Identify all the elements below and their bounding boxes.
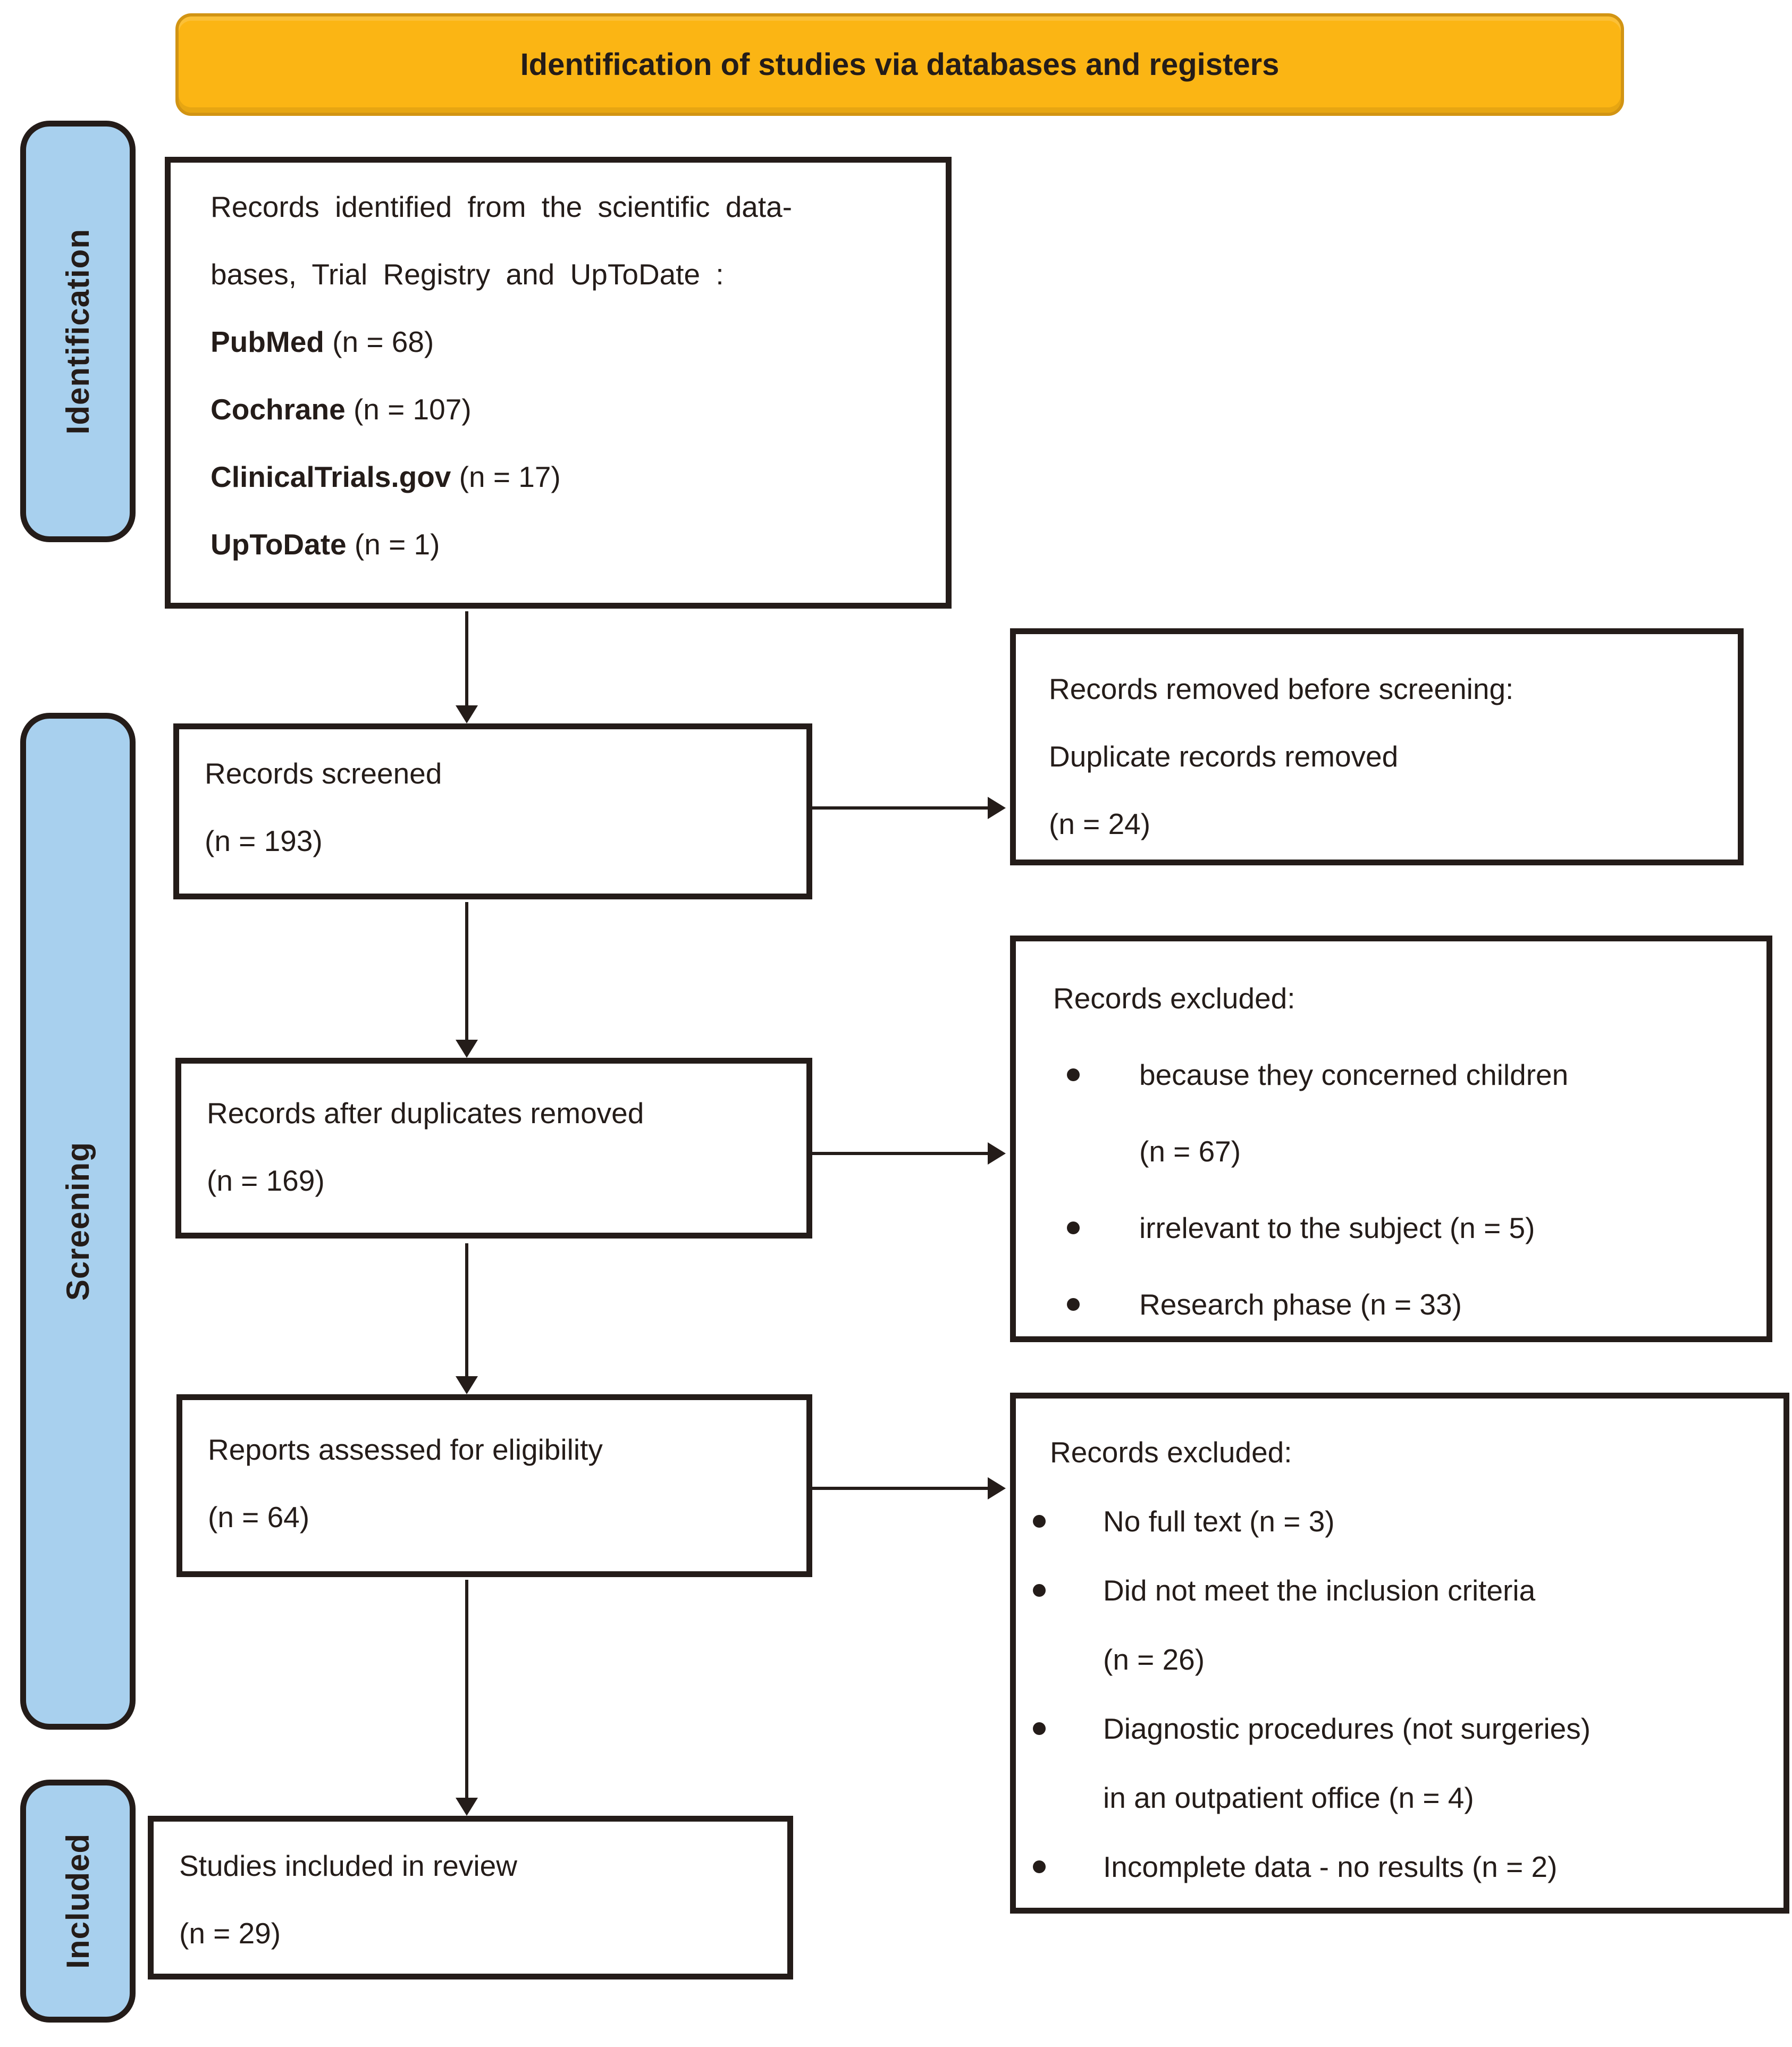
arrow-right-icon: [988, 1142, 1006, 1165]
box-records-identified: Records identified from the scientific d…: [165, 157, 952, 609]
box-text-line: PubMed (n = 68): [211, 325, 434, 358]
bullet-item: Diagnostic procedures (not surgeries) in…: [1032, 1694, 1771, 1832]
bullet-text-line: No full text (n = 3): [1103, 1505, 1335, 1538]
bullet-icon: [1033, 1722, 1046, 1735]
bullet-item: irrelevant to the subject (n = 5): [1048, 1190, 1754, 1266]
box-title: Records excluded:: [1050, 1436, 1292, 1469]
banner-identification-of-studies: Identification of studies via databases …: [175, 13, 1624, 116]
bullet-item: Did not meet the inclusion criteria (n =…: [1032, 1556, 1771, 1694]
arrow-right-icon: [988, 1477, 1006, 1500]
box-text-line: Records identified from the scientific d…: [211, 190, 793, 223]
bullet-text-line: Diagnostic procedures (not surgeries): [1103, 1712, 1591, 1745]
bullet-text-line: irrelevant to the subject (n = 5): [1139, 1211, 1535, 1244]
arrow-afterdup-to-excluded-line: [812, 1152, 988, 1155]
arrow-screened-to-removed-line: [812, 806, 988, 810]
bullet-icon: [1033, 1515, 1046, 1528]
box-reports-assessed: Reports assessed for eligibility (n = 64…: [176, 1394, 812, 1577]
box-count: (n = 29): [179, 1917, 281, 1950]
box-records-excluded-eligibility: Records excluded: No full text (n = 3) D…: [1010, 1393, 1789, 1914]
arrow-assessed-to-excluded-line: [812, 1487, 988, 1490]
stage-label-identification-text: Identification: [60, 228, 96, 435]
box-title: Records excluded:: [1053, 982, 1295, 1015]
bullet-item: No full text (n = 3): [1032, 1487, 1771, 1556]
stage-label-included-text: Included: [60, 1833, 96, 1969]
arrow-screened-to-afterdup-line: [465, 902, 468, 1040]
bullet-text-line: in an outpatient office (n = 4): [1103, 1781, 1474, 1814]
box-records-after-duplicates: Records after duplicates removed (n = 16…: [175, 1058, 812, 1239]
bullet-text-line: Research phase (n = 33): [1139, 1288, 1462, 1321]
arrow-down-icon: [456, 1376, 478, 1394]
box-text-line: bases, Trial Registry and UpToDate :: [211, 258, 724, 291]
arrow-assessed-to-included-line: [465, 1580, 468, 1798]
box-text-line: Records screened: [205, 757, 442, 790]
bullet-text-line: Incomplete data - no results (n = 2): [1103, 1850, 1558, 1883]
box-records-excluded-screening: Records excluded: because they concerned…: [1010, 936, 1772, 1342]
box-text-line: Records after duplicates removed: [207, 1097, 644, 1130]
box-text-line: Cochrane (n = 107): [211, 393, 472, 426]
box-count: (n = 193): [205, 824, 323, 857]
stage-label-screening-text: Screening: [60, 1141, 96, 1301]
box-text-line: Reports assessed for eligibility: [208, 1433, 603, 1466]
box-records-screened: Records screened (n = 193): [173, 723, 812, 899]
arrow-afterdup-to-assessed-line: [465, 1243, 468, 1376]
arrow-down-icon: [456, 705, 478, 723]
bullet-text-line: because they concerned children: [1139, 1058, 1569, 1091]
stage-label-screening: Screening: [20, 713, 136, 1730]
bullet-item: Research phase (n = 33): [1048, 1266, 1754, 1343]
box-count: (n = 64): [208, 1501, 310, 1534]
box-text-line: Duplicate records removed: [1049, 740, 1399, 773]
bullet-icon: [1067, 1222, 1080, 1234]
box-studies-included: Studies included in review (n = 29): [148, 1816, 793, 1979]
bullet-item: Incomplete data - no results (n = 2): [1032, 1832, 1771, 1901]
bullet-text-line: Did not meet the inclusion criteria: [1103, 1574, 1536, 1607]
arrow-right-icon: [988, 797, 1006, 819]
stage-label-included: Included: [20, 1780, 136, 2023]
bullet-icon: [1067, 1068, 1080, 1081]
bullet-text-line: (n = 26): [1103, 1643, 1205, 1676]
bullet-icon: [1067, 1298, 1080, 1311]
box-records-removed-before-screening: Records removed before screening: Duplic…: [1010, 628, 1744, 865]
box-text-line: Studies included in review: [179, 1849, 517, 1882]
bullet-text-line: (n = 67): [1139, 1135, 1241, 1168]
box-title: Records removed before screening:: [1049, 672, 1514, 705]
box-text-line: ClinicalTrials.gov (n = 17): [211, 460, 561, 493]
box-count: (n = 169): [207, 1164, 325, 1197]
stage-label-identification: Identification: [20, 121, 136, 542]
banner-title: Identification of studies via databases …: [520, 47, 1280, 82]
arrow-identified-to-screened-line: [465, 611, 468, 706]
arrow-down-icon: [456, 1040, 478, 1058]
box-count: (n = 24): [1049, 807, 1151, 840]
arrow-down-icon: [456, 1798, 478, 1816]
bullet-icon: [1033, 1584, 1046, 1597]
bullet-icon: [1033, 1860, 1046, 1873]
box-text-line: UpToDate (n = 1): [211, 528, 440, 561]
bullet-item: because they concerned children (n = 67): [1048, 1037, 1754, 1190]
